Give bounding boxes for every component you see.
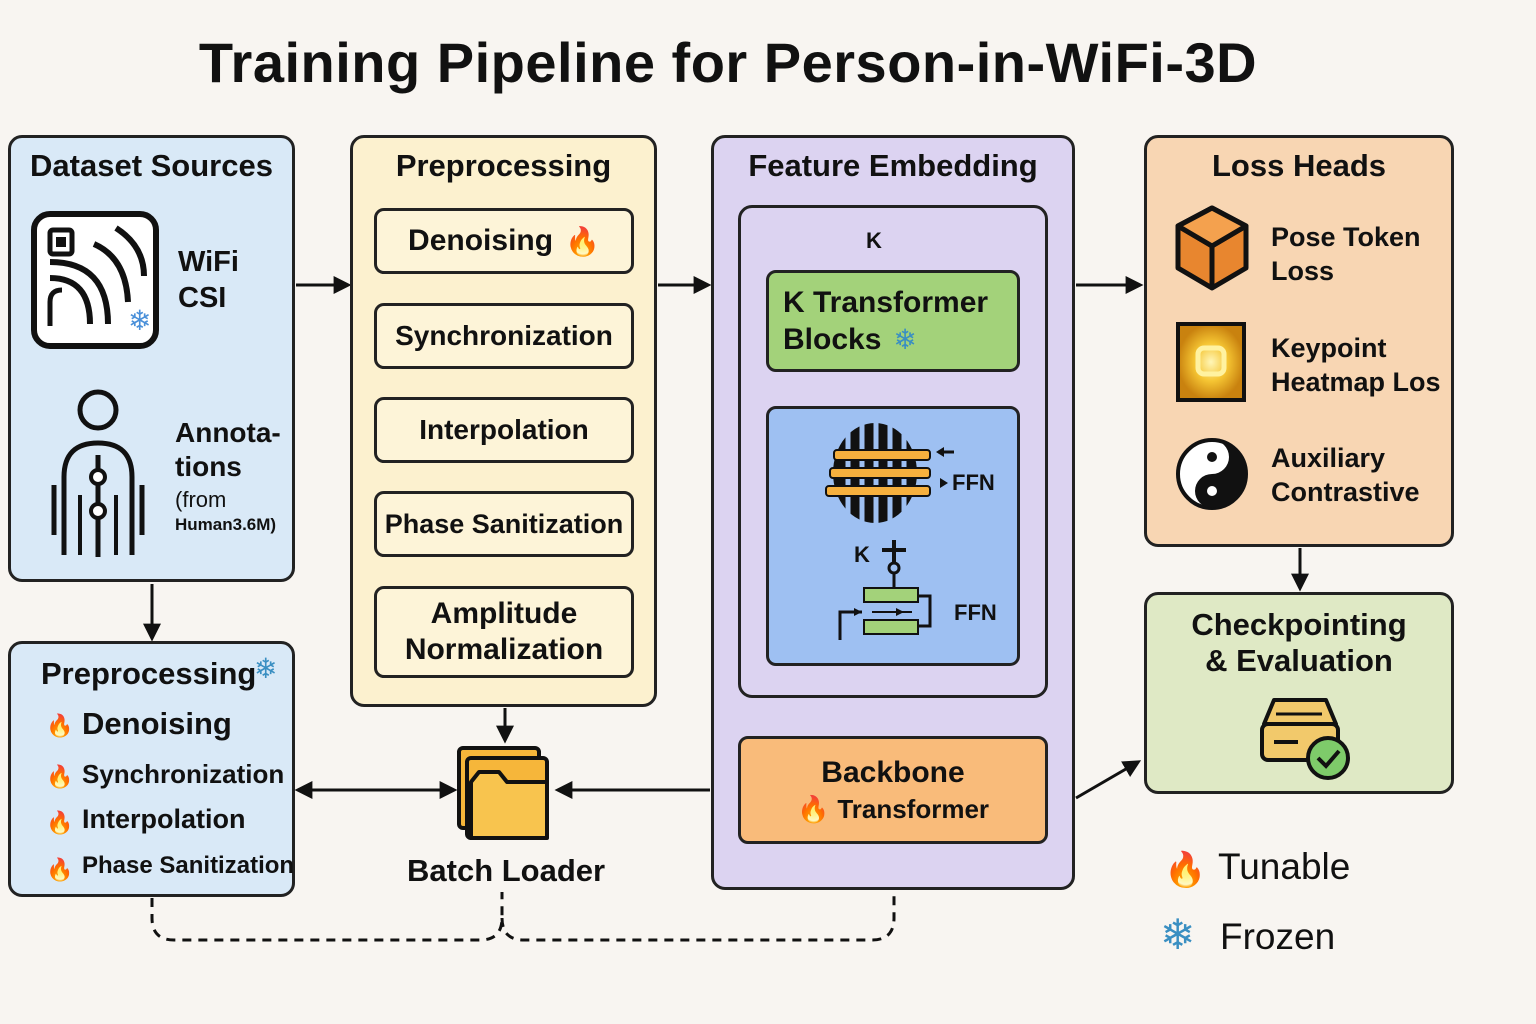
annotations-label-2: tions — [175, 451, 242, 482]
heatmap-icon — [1176, 322, 1246, 402]
dataset-sources-title: Dataset Sources — [30, 148, 273, 183]
keypoint-label-1: Keypoint — [1271, 333, 1387, 363]
backbone-transformer: Backbone 🔥Transformer — [738, 736, 1048, 844]
pose-token-label-2: Loss — [1271, 256, 1335, 286]
auxiliary-label-2: Contrastive — [1271, 477, 1420, 507]
blocks-line2: Blocks — [783, 323, 882, 356]
annotations-label-1: Annota- — [175, 417, 281, 448]
cube-icon — [1175, 205, 1249, 291]
checkpoint-title-1: Checkpointing — [1191, 607, 1407, 642]
legend-frozen: Frozen — [1220, 916, 1336, 957]
snowflake-icon: ❄ — [1160, 911, 1196, 958]
flame-icon: 🔥 — [46, 857, 74, 882]
step-label-line2: Normalization — [404, 633, 604, 666]
step-label: Phase Sanitization — [384, 508, 624, 539]
preprocessing-frozen-panel — [8, 641, 295, 897]
svg-text:❄: ❄ — [128, 304, 151, 337]
k-transformer-blocks: K Transformer Blocks ❄ — [766, 270, 1020, 372]
attention-diagram-icon — [825, 423, 954, 523]
csi-label: CSI — [178, 282, 227, 314]
k-mid-label: K — [854, 542, 870, 567]
snowflake-icon: ❄ — [254, 653, 278, 684]
checkpoint-title-2: & Evaluation — [1205, 643, 1393, 678]
step-synchronization: Synchronization — [374, 303, 634, 369]
loss-heads-title: Loss Heads — [1211, 148, 1386, 183]
step-label: Denoising — [408, 224, 554, 257]
frozen-item-denoising: Denoising — [82, 706, 232, 741]
flame-icon: 🔥 — [1164, 851, 1207, 889]
drive-check-icon — [1260, 698, 1350, 780]
frozen-item-synchronization: Synchronization — [82, 759, 285, 789]
frozen-item-interpolation: Interpolation — [82, 804, 246, 834]
page-title: Training Pipeline for Person-in-WiFi-3D — [198, 31, 1258, 94]
annotations-label-4: Human3.6M) — [175, 515, 277, 534]
feature-embedding-title: Feature Embedding — [748, 148, 1038, 183]
flame-icon: 🔥 — [46, 764, 74, 789]
step-interpolation: Interpolation — [374, 397, 634, 463]
step-amplitude-normalization: Amplitude Normalization — [374, 586, 634, 678]
step-label-line1: Amplitude — [430, 597, 578, 630]
preprocessing-frozen-title: Preprocessing — [41, 656, 257, 691]
flame-icon: 🔥 — [46, 713, 74, 738]
snowflake-icon: ❄ — [893, 324, 917, 355]
backbone-line1: Backbone — [821, 755, 965, 789]
keypoint-label-2: Heatmap Los — [1271, 367, 1441, 397]
flame-icon: 🔥 — [796, 793, 830, 824]
pose-token-label-1: Pose Token — [1271, 222, 1421, 252]
flame-icon: 🔥 — [46, 810, 74, 835]
flame-icon: 🔥 — [565, 225, 600, 257]
blocks-line1: K Transformer — [783, 286, 989, 319]
batch-loader-label: Batch Loader — [407, 853, 606, 888]
arrow-backbone-to-checkpoint — [1075, 760, 1142, 800]
human-body-icon — [51, 389, 145, 557]
auxiliary-label-1: Auxiliary — [1271, 443, 1386, 473]
wifi-csi-icon: ❄ — [31, 211, 159, 349]
step-label: Interpolation — [419, 414, 589, 445]
ffn-label-2: FFN — [954, 600, 997, 625]
folder-icon — [457, 746, 549, 840]
k-top-label: K — [866, 228, 882, 253]
frozen-item-phase-sanitization: Phase Sanitization — [82, 852, 295, 879]
annotations-label-3: (from — [175, 487, 227, 512]
backbone-line2: Transformer — [837, 793, 990, 824]
wifi-label: WiFi — [178, 246, 239, 278]
ffn-label-1: FFN — [952, 470, 995, 495]
residual-ffn-icon — [838, 540, 932, 640]
step-denoising: Denoising 🔥 — [374, 208, 634, 274]
checkpoint-panel: Checkpointing & Evaluation — [1144, 592, 1454, 794]
step-label: Synchronization — [395, 320, 613, 351]
preprocessing-title: Preprocessing — [395, 148, 612, 183]
legend-tunable: Tunable — [1218, 846, 1351, 887]
dashed-feedback-loop — [150, 848, 896, 942]
yin-yang-icon — [1176, 438, 1248, 510]
step-phase-sanitization: Phase Sanitization — [374, 491, 634, 557]
